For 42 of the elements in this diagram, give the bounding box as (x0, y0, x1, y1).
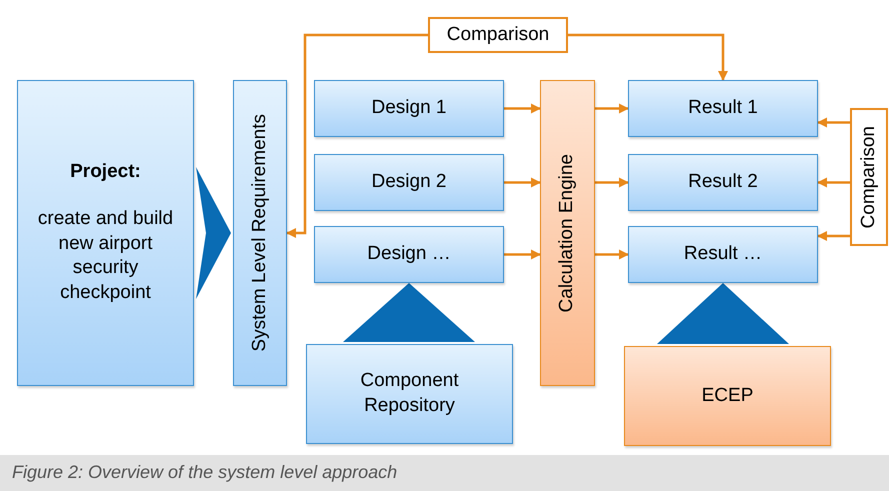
box-label: Design … (367, 242, 451, 266)
box-label: System Level Requirements (248, 114, 271, 352)
arrow (595, 104, 629, 114)
arrow (817, 231, 850, 241)
arrow (568, 34, 728, 81)
comparison-box (428, 17, 568, 53)
box-label: Comparison (856, 126, 880, 228)
process-box (314, 226, 504, 283)
process-box (233, 80, 287, 386)
box-label: ECEP (702, 384, 754, 408)
process-box (624, 346, 831, 446)
process-box (628, 226, 818, 283)
process-box (628, 154, 818, 211)
figure-caption: Figure 2: Overview of the system level approach (12, 462, 398, 483)
process-box (628, 80, 818, 137)
arrow (595, 178, 629, 188)
arrow (504, 104, 541, 114)
box-label: Comparison (446, 22, 550, 47)
box-label: Calculation Engine (555, 154, 578, 312)
arrow (595, 250, 629, 260)
box-heading: Project: (70, 160, 141, 184)
box-label: Result 2 (688, 170, 758, 194)
chevron-arrow (343, 283, 475, 342)
process-box (306, 344, 513, 444)
comparison-box (850, 108, 888, 246)
chevron-arrow (196, 167, 231, 299)
chevron-arrow (657, 283, 789, 344)
arrow (504, 250, 541, 260)
box-label: Design 2 (372, 170, 446, 194)
process-box (540, 80, 595, 386)
process-box (314, 154, 504, 211)
box-label: Component Repository (359, 369, 460, 418)
box-label: create and build new airport security checkpoint (36, 206, 174, 306)
process-box (314, 80, 504, 137)
arrow (817, 118, 850, 128)
arrow (286, 34, 428, 238)
box-label: Design 1 (372, 96, 446, 120)
process-box (17, 80, 194, 386)
box-label: Result … (684, 242, 762, 266)
arrow (817, 178, 850, 188)
box-label: Result 1 (688, 96, 758, 120)
arrow (504, 178, 541, 188)
